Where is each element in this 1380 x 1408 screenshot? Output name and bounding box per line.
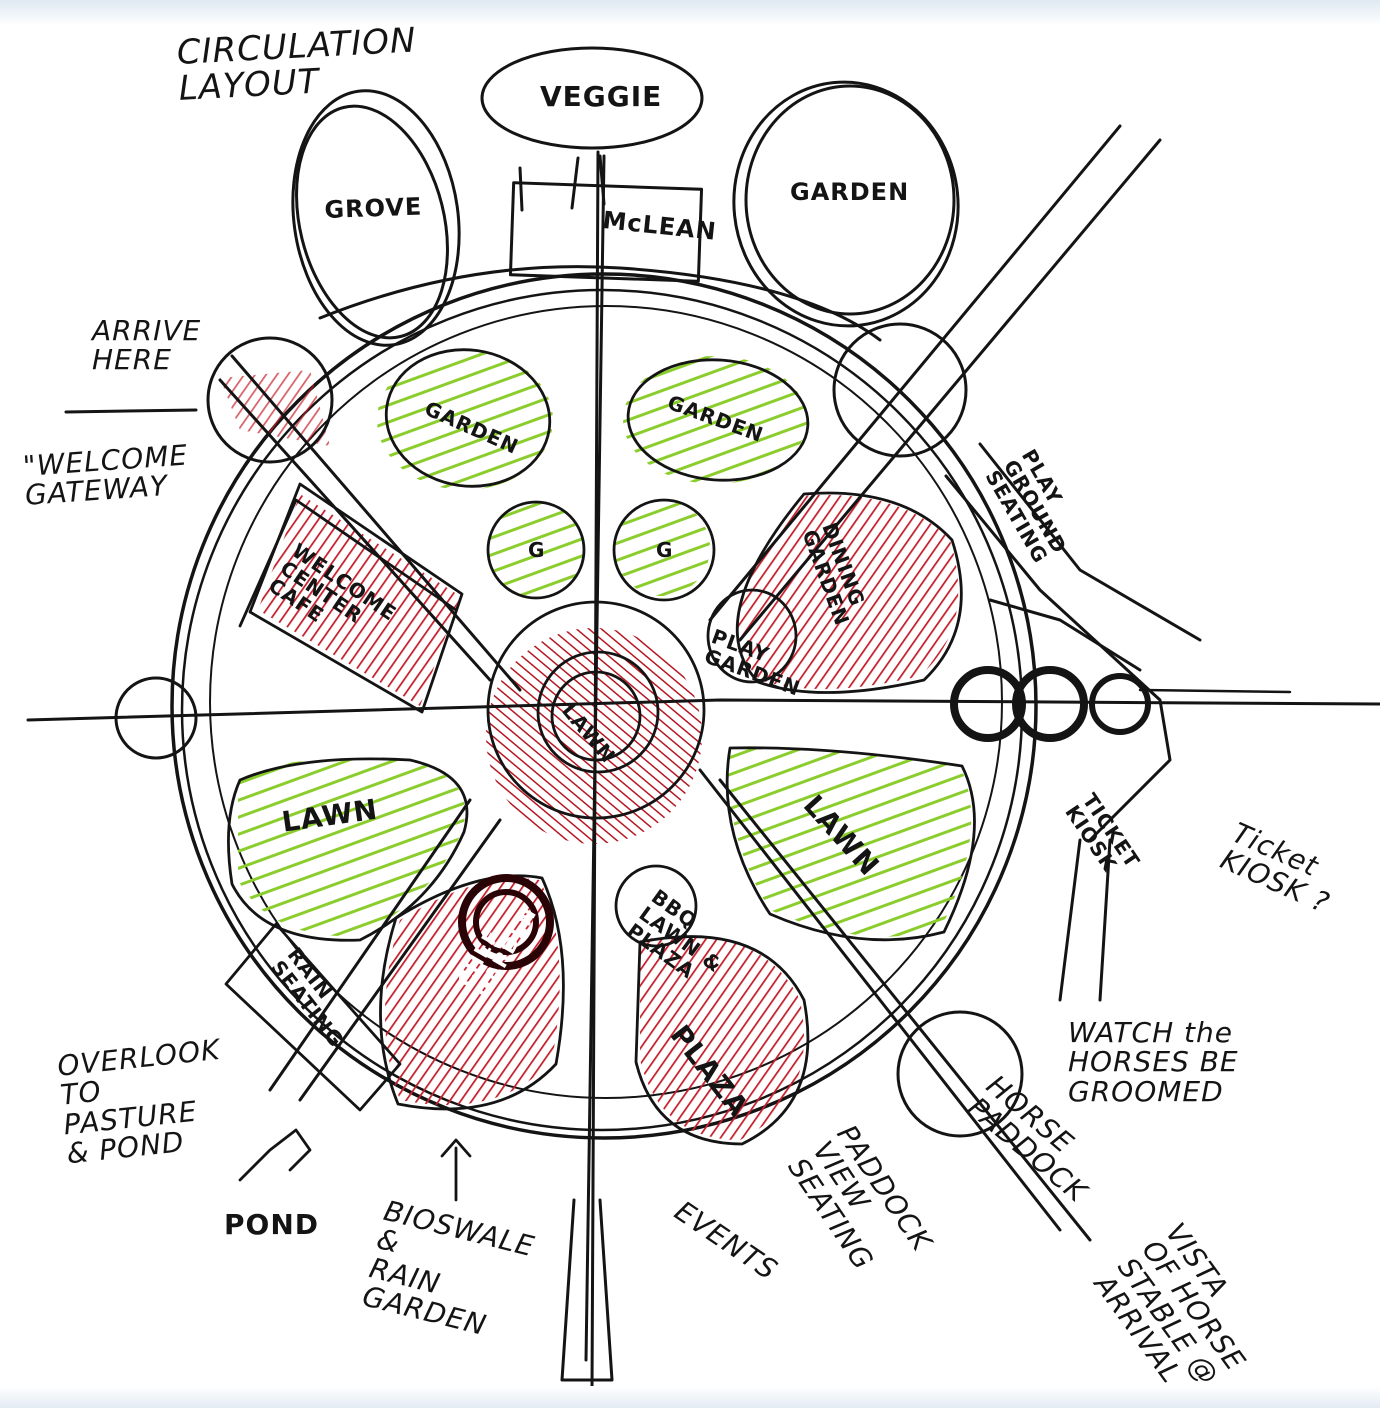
veggie-label: VEGGIE	[540, 82, 662, 111]
diagram-title: CIRCULATION LAYOUT	[176, 23, 419, 107]
overlook-label: OVERLOOK TO PASTURE & POND	[56, 1035, 231, 1169]
welcome-gateway-label: "WELCOME GATEWAY	[22, 440, 191, 510]
arrive-here-label: ARRIVE HERE	[92, 316, 201, 375]
g-right-label: G	[656, 540, 673, 561]
spokes	[28, 126, 1380, 1390]
arrive-underline	[66, 410, 196, 412]
grove-label: GROVE	[324, 195, 423, 224]
garden-top-label: GARDEN	[790, 180, 909, 205]
pond-label: POND	[224, 1210, 319, 1239]
watch-horses-label: WATCH the HORSES BE GROOMED	[1068, 1018, 1239, 1106]
g-left-label: G	[528, 540, 545, 561]
